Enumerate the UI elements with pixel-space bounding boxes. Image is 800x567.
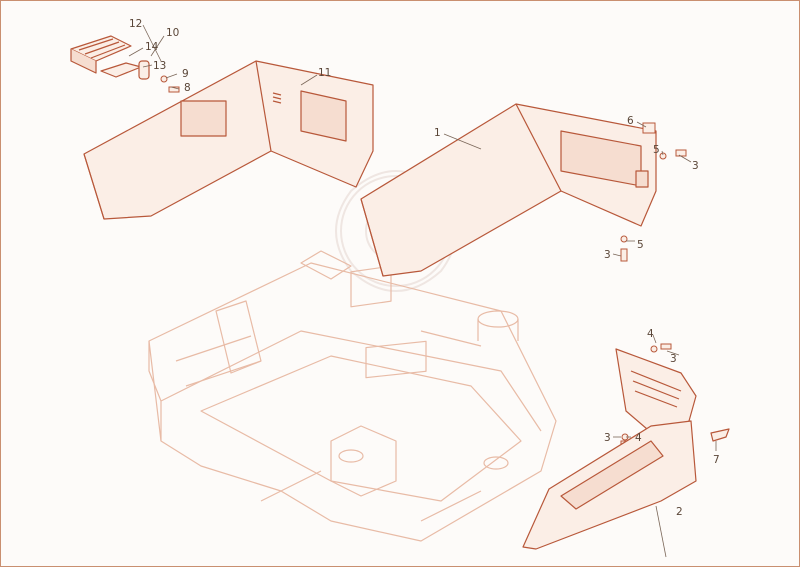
- cover-panel-1: [360, 103, 657, 277]
- fasteners: [160, 75, 687, 450]
- rear-cover-2: [522, 348, 730, 550]
- callout-5-upper: 5: [653, 144, 660, 156]
- callout-4-lower: 4: [635, 432, 642, 444]
- callout-10: 10: [166, 27, 179, 39]
- callout-14: 14: [145, 41, 159, 53]
- callout-2: 2: [676, 506, 683, 518]
- callout-3-lower-mid: 3: [604, 249, 611, 261]
- leader-lines: [128, 24, 717, 558]
- callout-7: 7: [713, 454, 720, 466]
- machine-base-frame: [148, 250, 557, 542]
- callout-12: 12: [129, 18, 142, 30]
- callout-5-lower: 5: [637, 239, 644, 251]
- callout-13: 13: [153, 60, 166, 72]
- callout-9: 9: [182, 68, 189, 80]
- callout-1: 1: [434, 127, 441, 139]
- callout-4-upper: 4: [647, 328, 654, 340]
- callout-labels: 1 2 3 3 3 3 4 4 5 5 6 7 8 9 10 11 12 13 …: [129, 18, 720, 518]
- callout-6: 6: [627, 115, 634, 127]
- cover-panel-11: [83, 60, 374, 220]
- callout-11: 11: [318, 67, 331, 79]
- callout-3-rear-top: 3: [670, 353, 677, 365]
- callout-3-right-top: 3: [692, 160, 699, 172]
- callout-8: 8: [184, 82, 191, 94]
- callout-3-rear-bottom: 3: [604, 432, 611, 444]
- step-bracket: [70, 35, 150, 80]
